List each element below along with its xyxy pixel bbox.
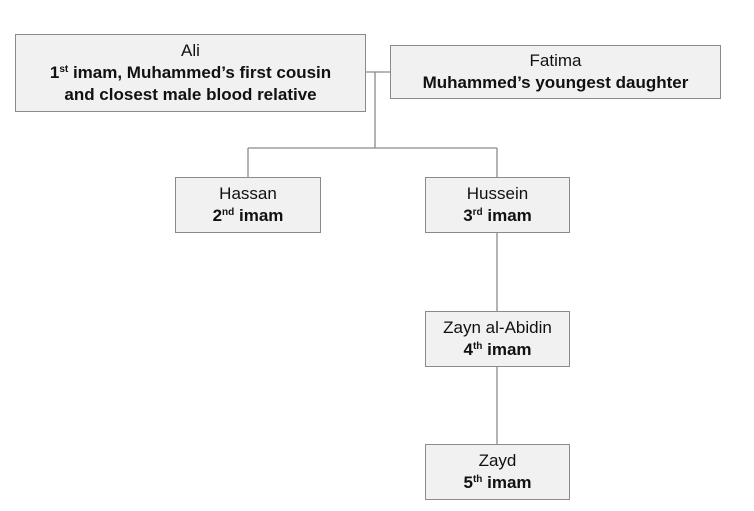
desc-line1: imam, Muhammed’s first cousin [68,63,332,82]
node-desc: 2nd imam [213,205,284,227]
ordinal-number: 3 [463,206,473,225]
node-desc: 4th imam [463,339,531,361]
node-ali: Ali 1st imam, Muhammed’s first cousin an… [15,34,366,112]
node-zayd: Zayd 5th imam [425,444,570,500]
ordinal-number: 1 [49,63,60,82]
node-desc: 3rd imam [463,205,532,227]
node-name: Ali [181,41,200,60]
node-name: Hussein [466,184,529,203]
node-name: Fatima [529,51,582,70]
node-fatima: Fatima Muhammed’s youngest daughter [390,45,721,99]
node-name: Zayd [478,451,517,470]
node-desc-line2: and closest male blood relative [64,85,317,104]
node-desc: 5th imam [463,472,531,494]
ordinal-suffix: st [59,64,69,75]
ordinal-number: 4 [463,340,473,359]
ordinal-suffix: th [472,341,483,352]
ordinal-suffix: nd [222,207,235,218]
title: imam [234,206,284,225]
ordinal-suffix: rd [472,207,483,218]
ordinal-suffix: th [472,474,483,485]
title: imam [482,473,532,492]
node-hassan: Hassan 2nd imam [175,177,321,233]
title: imam [482,340,532,359]
node-zayn: Zayn al-Abidin 4th imam [425,311,570,367]
title: imam [482,206,532,225]
node-name: Hassan [219,184,277,203]
node-hussein: Hussein 3rd imam [425,177,570,233]
ordinal-number: 2 [212,206,223,225]
node-name: Zayn al-Abidin [443,318,552,337]
node-desc: Muhammed’s youngest daughter [422,73,689,92]
node-desc: 1st imam, Muhammed’s first cousin [50,62,331,84]
ordinal-number: 5 [463,473,473,492]
